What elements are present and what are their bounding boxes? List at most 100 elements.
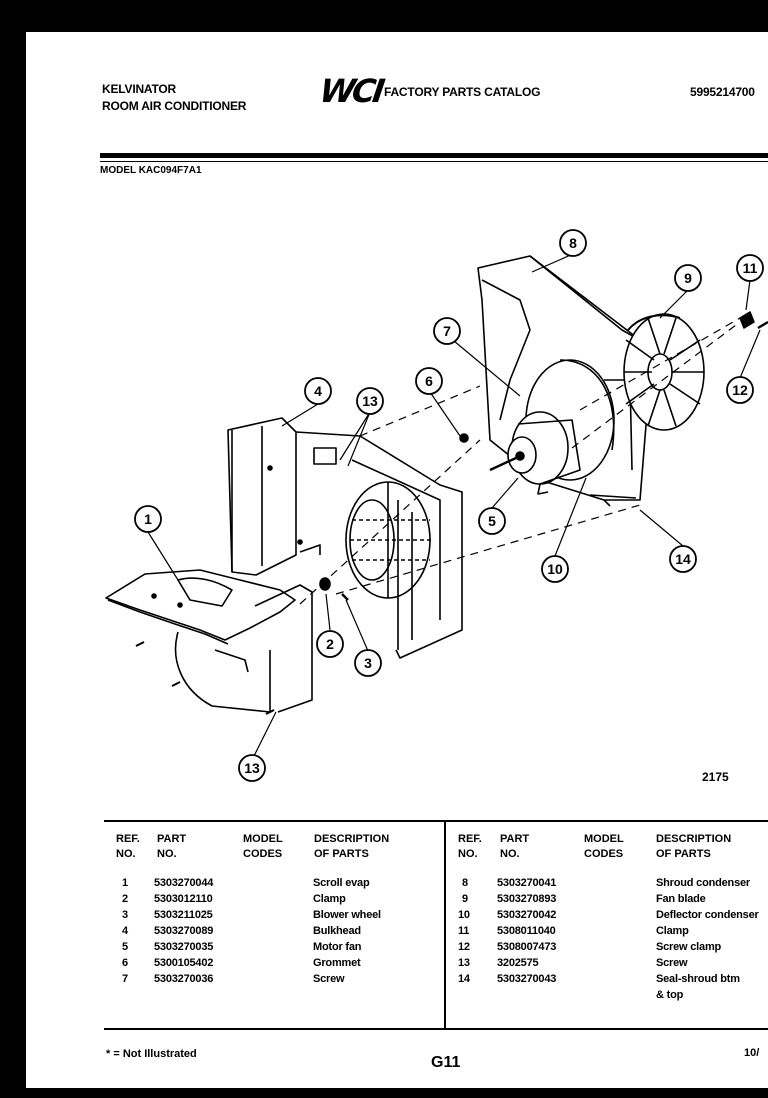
part-description: Screw [313, 973, 345, 985]
ref-no: 10 [458, 909, 470, 921]
part-description: Motor fan [313, 941, 362, 953]
part-no: 5303270042 [497, 909, 557, 921]
ref-no: 13 [458, 957, 470, 969]
col-header-codes: MODEL CODES [243, 833, 283, 860]
part-no: 5308007473 [497, 941, 557, 953]
part-no: 5300105402 [154, 957, 214, 969]
part-description: Screw [656, 957, 688, 969]
callout-bubble [541, 555, 569, 583]
part-description: Bulkhead [313, 925, 361, 937]
catalog-page: KELVINATOR ROOM AIR CONDITIONER WCI FACT… [26, 32, 768, 1088]
part-no: 3202575 [497, 957, 539, 969]
part-description: & top [656, 989, 684, 1001]
page-number: G11 [431, 1054, 461, 1071]
callout-label: 6 [425, 373, 433, 389]
col-header-ref: REF. NO. [458, 833, 482, 860]
ref-no: 6 [122, 957, 128, 969]
callout-label: 12 [732, 382, 748, 398]
col-header-desc: DESCRIPTION OF PARTS [314, 833, 390, 860]
callout-bubble [304, 377, 332, 405]
figure-number: 2175 [702, 770, 729, 784]
brand-name: KELVINATOR [102, 82, 177, 96]
callout-bubble [478, 507, 506, 535]
callout-label: 2 [326, 636, 334, 652]
ref-no: 9 [462, 893, 468, 905]
part-no: 5303270043 [497, 973, 557, 985]
part-description: Deflector condenser [656, 909, 759, 921]
callout-label: 11 [743, 260, 758, 276]
table-divider [444, 822, 446, 1030]
part-no: 5303270036 [154, 973, 214, 985]
part-description: Shroud condenser [656, 877, 750, 889]
fan-blade-part [623, 313, 705, 431]
ref-no: 2 [122, 893, 128, 905]
header-rule-thin [100, 161, 768, 162]
leader-lines [147, 253, 761, 757]
exploded-parts-diagram: 1 2 3 4 5 6 7 8 9 10 11 12 13 13 14 [105, 229, 768, 782]
part-no: 5308011040 [497, 925, 556, 937]
callout-label: 7 [443, 323, 451, 339]
col-header-part: PART NO. [500, 833, 530, 860]
ref-no: 4 [122, 925, 128, 937]
ref-no: 11 [458, 925, 470, 937]
callout-bubble [736, 254, 764, 282]
callout-label: 9 [684, 270, 692, 286]
table-top-rule [104, 820, 768, 822]
part-no: 5303270044 [154, 877, 214, 889]
callout-bubble [238, 754, 266, 782]
callout-bubble [674, 264, 702, 292]
part-description: Blower wheel [313, 909, 381, 921]
callout-bubble [669, 545, 697, 573]
part-description: Screw clamp [656, 941, 722, 953]
ref-no: 8 [462, 877, 468, 889]
part-description: Clamp [313, 893, 346, 905]
callout-label: 4 [314, 383, 322, 399]
callout-label: 10 [547, 561, 563, 577]
blower-wheel-part [345, 481, 432, 650]
footnote: * = Not Illustrated [106, 1048, 197, 1060]
part-no: 5303270041 [497, 877, 557, 889]
callout-label: 14 [675, 551, 691, 567]
part-no: 5303270089 [154, 925, 214, 937]
callout-bubble [726, 376, 754, 404]
part-description: Grommet [313, 957, 361, 969]
callout-label: 3 [364, 655, 372, 671]
callout-label: 8 [569, 235, 577, 251]
callout-bubble [559, 229, 587, 257]
ref-no: 3 [122, 909, 128, 921]
callout-bubble [356, 387, 384, 415]
table-bottom-rule [104, 1028, 768, 1030]
callout-label: 1 [144, 511, 152, 527]
part-no: 5303270893 [497, 893, 557, 905]
catalog-number: 5995214700 [690, 85, 755, 99]
callout-label: 13 [244, 760, 260, 776]
ref-no: 7 [122, 973, 128, 985]
small-hardware [319, 311, 768, 601]
ref-no: 1 [122, 877, 128, 889]
callout-label: 5 [488, 513, 496, 529]
ref-no: 14 [458, 973, 470, 985]
callout-bubble [433, 317, 461, 345]
catalog-title: FACTORY PARTS CATALOG [384, 85, 541, 99]
part-description: Seal-shroud btm [656, 973, 740, 985]
col-header-ref: REF. NO. [116, 833, 140, 860]
callout-bubble [354, 649, 382, 677]
col-header-part: PART NO. [157, 833, 187, 860]
scroll-evap-part [105, 569, 313, 715]
callout-label: 13 [362, 393, 378, 409]
ref-no: 12 [458, 941, 470, 953]
callout-bubble [415, 367, 443, 395]
header-rule [100, 153, 768, 158]
part-description: Scroll evap [313, 877, 370, 889]
date-code: 10/ [744, 1047, 760, 1059]
part-no: 5303211025 [154, 909, 213, 921]
assembly-lines [299, 317, 741, 605]
part-no: 5303270035 [154, 941, 214, 953]
col-header-codes: MODEL CODES [584, 833, 624, 860]
ref-no: 5 [122, 941, 128, 953]
part-description: Clamp [656, 925, 689, 937]
product-name: ROOM AIR CONDITIONER [102, 99, 247, 113]
part-no: 5303012110 [154, 893, 213, 905]
callout-bubble [316, 630, 344, 658]
model-number: MODEL KAC094F7A1 [100, 165, 202, 176]
